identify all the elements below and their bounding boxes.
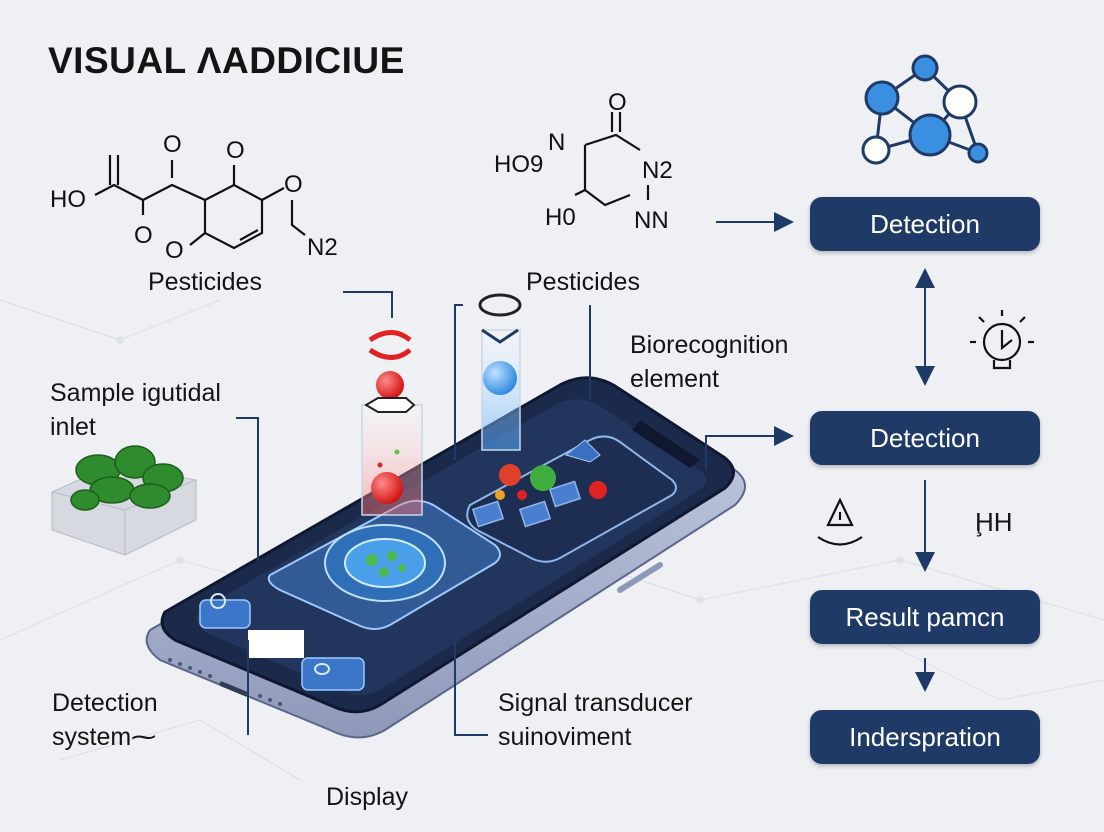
mol-center-ho9: HO9 bbox=[494, 151, 543, 178]
mol-center-n2: N2 bbox=[642, 157, 673, 184]
flow-box-detection-1: Detection bbox=[810, 197, 1040, 251]
mol-center-h0: H0 bbox=[545, 204, 576, 231]
mol-left-n2: N2 bbox=[307, 234, 338, 261]
page-title: VISUAL ΛADDICIUE bbox=[48, 40, 405, 81]
warning-icon bbox=[817, 497, 863, 546]
flow-box-interpretation: Inderspration bbox=[810, 710, 1040, 764]
lightbulb-icon bbox=[970, 310, 1034, 370]
pesticides-center-label: Pesticides bbox=[526, 268, 640, 296]
detection-system-label-line1: Detection bbox=[52, 689, 158, 717]
mol-left-o2: O bbox=[134, 222, 153, 249]
flow-box-result: Result pamcn bbox=[810, 590, 1040, 644]
network-icon bbox=[861, 54, 989, 165]
center-molecule bbox=[574, 112, 650, 207]
signal-transducer-label-line1: Signal transducer bbox=[498, 689, 693, 717]
mol-left-o5: O bbox=[284, 171, 303, 198]
left-molecule bbox=[94, 155, 306, 250]
mol-left-ho: HO bbox=[50, 186, 86, 213]
mol-center-o: O bbox=[608, 89, 627, 116]
biorecognition-label-line1: Biorecognition bbox=[630, 331, 789, 359]
mol-center-n: N bbox=[548, 129, 565, 156]
mol-center-nn: NN bbox=[634, 207, 669, 234]
pesticides-left-label: Pesticides bbox=[148, 268, 262, 296]
hh-symbol-label: ḨH bbox=[975, 507, 1013, 537]
mol-left-o4: O bbox=[165, 237, 184, 264]
biorecognition-label-line2: element bbox=[630, 365, 719, 393]
sample-inlet-label-line1: Sample igutidal bbox=[50, 379, 221, 407]
mol-left-o3: O bbox=[226, 137, 245, 164]
mol-left-o1: O bbox=[163, 131, 182, 158]
leaf-tray-icon bbox=[51, 445, 197, 556]
signal-transducer-label-line2: suinoviment bbox=[498, 723, 632, 751]
display-label: Display bbox=[326, 783, 408, 811]
detection-system-label-line2: system⁓ bbox=[52, 723, 157, 751]
sample-inlet-label-line2: inlet bbox=[50, 413, 96, 441]
flow-box-detection-2: Detection bbox=[810, 411, 1040, 465]
